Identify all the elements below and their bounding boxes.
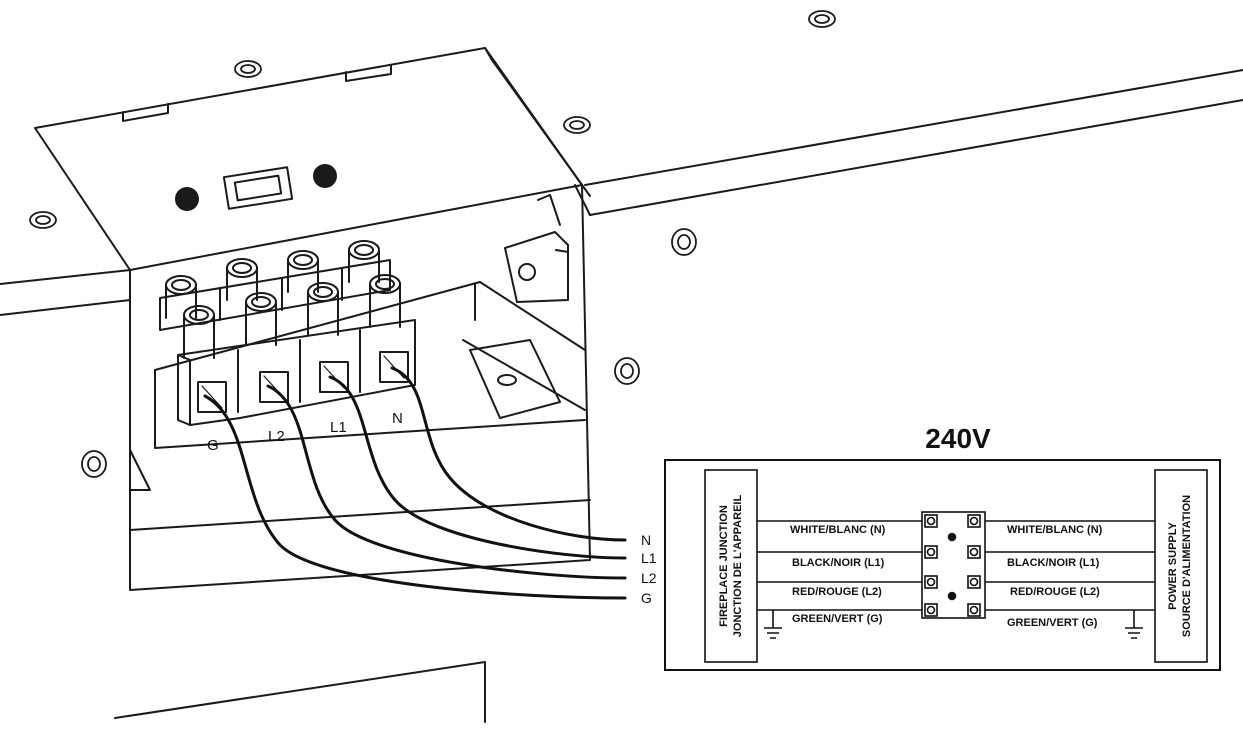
terminal-post [307, 282, 339, 336]
wire-end-label-g: G [641, 590, 652, 606]
schematic-terminal-block [921, 511, 986, 619]
right-wire-label-white: WHITE/BLANC (N) [1007, 524, 1103, 536]
right-wire-label-red: RED/ROUGE (L2) [1010, 586, 1100, 598]
left-panel-box [704, 469, 758, 663]
left-wire-label-red: RED/ROUGE (L2) [792, 586, 882, 598]
left-wire-label-black: BLACK/NOIR (L1) [792, 557, 885, 569]
appliance-top-panel [0, 69, 1243, 723]
wire-end-labels: N L1 L2 G [641, 532, 657, 606]
terminal-label-n: N [392, 410, 403, 427]
terminal-label-g: G [207, 437, 219, 454]
terminal-post [287, 250, 319, 293]
ground-symbol-right [1125, 610, 1143, 639]
wire-end-label-l1: L1 [641, 550, 657, 566]
screw-hole [234, 60, 262, 78]
left-panel-line2: JONCTION DE L'APPAREIL [732, 495, 744, 638]
screw-hole [808, 10, 836, 28]
schematic-frame [664, 459, 1221, 671]
screw-hole [563, 116, 591, 134]
wire-end-label-l2: L2 [641, 570, 657, 586]
wire-l2 [266, 384, 627, 580]
left-wire-label-green: GREEN/VERT (G) [792, 613, 883, 625]
right-wire-label-green: GREEN/VERT (G) [1007, 617, 1098, 629]
screw-hole [81, 450, 107, 478]
screw-hole [671, 228, 697, 256]
terminal-post [369, 274, 401, 328]
left-wire-label-white: WHITE/BLANC (N) [790, 524, 886, 536]
terminal-post [245, 292, 277, 346]
schematic-wire-lines [757, 520, 1155, 611]
supply-wires [203, 366, 627, 600]
right-panel-line1: POWER SUPPLY [1167, 522, 1179, 610]
right-panel-box [1154, 469, 1208, 663]
wire-end-label-n: N [641, 532, 651, 548]
terminal-block [159, 240, 416, 426]
ground-symbol-left [764, 610, 782, 639]
terminal-label-l1: L1 [330, 419, 347, 436]
wire-g [203, 394, 627, 600]
terminal-post [348, 240, 380, 283]
right-wire-label-black: BLACK/NOIR (L1) [1007, 557, 1100, 569]
terminal-post [226, 258, 258, 301]
terminal-label-l2: L2 [268, 428, 285, 445]
schematic: 240V FIREPLACE JUNCTION JONCTION DE L'AP… [664, 423, 1221, 671]
wire-n [390, 366, 627, 542]
junction-box [34, 47, 591, 591]
schematic-title: 240V [925, 423, 991, 454]
right-panel-line2: SOURCE D'ALIMENTATION [1181, 495, 1193, 637]
rocker-switch [222, 166, 294, 210]
screw-hole [614, 357, 640, 385]
wire-l1 [328, 375, 627, 560]
screw-holes [29, 10, 836, 478]
left-panel-line1: FIREPLACE JUNCTION [718, 505, 730, 627]
screw-hole [29, 211, 57, 229]
terminal-post [183, 305, 215, 359]
terminal-labels: G L2 L1 N [207, 410, 403, 454]
